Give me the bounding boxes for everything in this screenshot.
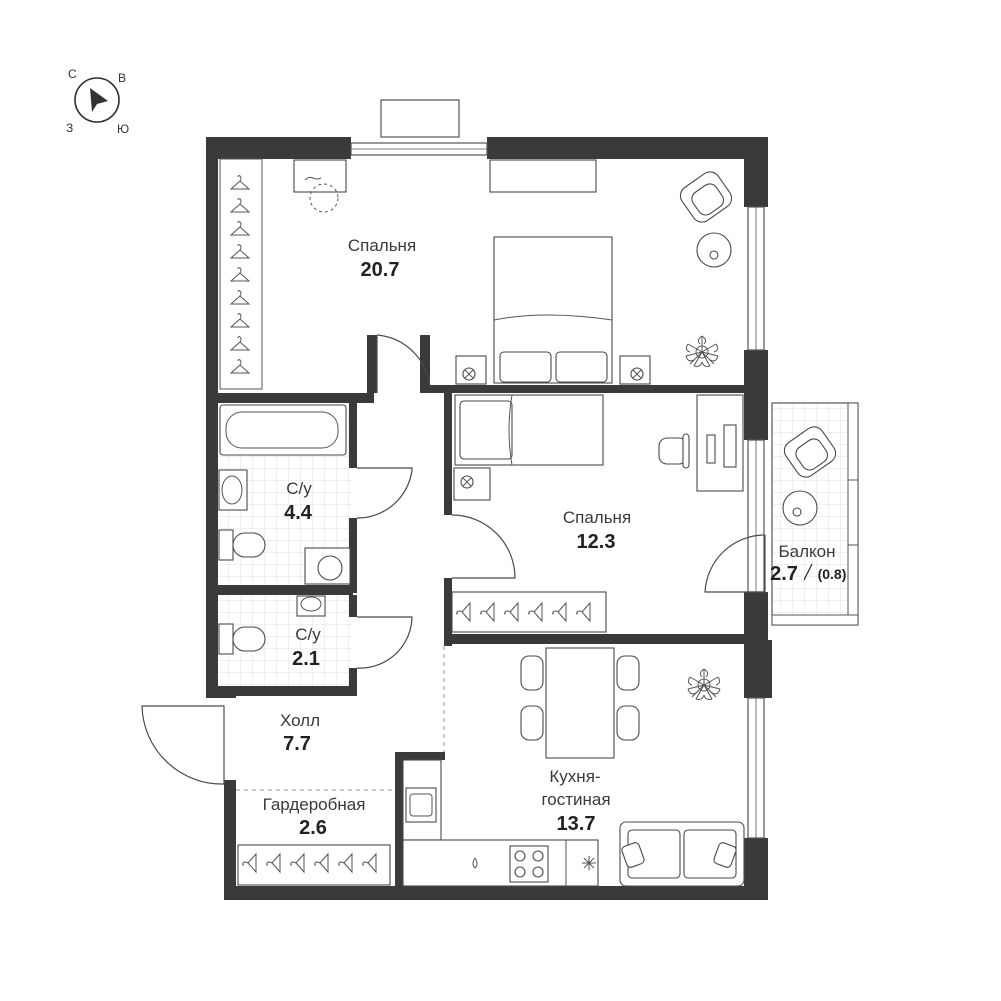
- cooktop: [509, 845, 549, 883]
- kitchen-name-line2: гостиная: [541, 790, 610, 809]
- bathroom-small-area: 2.1: [292, 648, 320, 670]
- wardrobe-area: 2.6: [299, 817, 327, 839]
- kitchen-name-line1: Кухня-: [549, 767, 600, 786]
- compass-ring: [74, 77, 120, 123]
- hall-area: 7.7: [283, 733, 311, 755]
- fridge-icon: [582, 856, 596, 870]
- vanity-table: [293, 159, 347, 193]
- windows: [350, 99, 859, 839]
- balcony-furniture: [782, 426, 837, 526]
- sofa-icon: [619, 821, 745, 887]
- bedroom-large-name: Спальня: [348, 236, 416, 255]
- bathroom-large-name: С/у: [286, 479, 312, 498]
- bedroom-small-name: Спальня: [563, 508, 631, 527]
- bathroom-large-area: 4.4: [284, 502, 313, 524]
- bedroom-large-area: 20.7: [361, 259, 400, 281]
- room-labels: Спальня 20.7 С/у 4.4 С/у 2.1 Спальня 12.…: [263, 236, 847, 839]
- balcony-area: 2.7: [770, 563, 798, 585]
- balcony-armchair-icon: [783, 426, 837, 478]
- armchair-icon: [679, 171, 733, 223]
- dining-table: [545, 647, 615, 759]
- compass: С В З Ю: [66, 67, 129, 136]
- bathtub: [219, 404, 347, 456]
- compass-west: З: [66, 121, 73, 135]
- tv-stand: [489, 159, 597, 193]
- washbasin-small: [296, 595, 326, 617]
- kitchen-area: 13.7: [557, 813, 596, 835]
- compass-east: В: [118, 71, 126, 85]
- bathroom-small-fixtures: [218, 595, 326, 655]
- doors: [141, 334, 766, 791]
- bedroom-large-furniture: [219, 158, 733, 390]
- kitchen-furniture: [402, 647, 745, 887]
- toilet-large: [218, 529, 234, 561]
- bathroom-small-name: С/у: [295, 625, 321, 644]
- bedroom-small-furniture: [451, 394, 744, 633]
- bathroom-large-fixtures: [218, 404, 351, 585]
- walls: [206, 137, 772, 900]
- balcony-reduced-area: (0.8): [818, 566, 847, 582]
- wardrobe-room-furniture: [237, 844, 391, 886]
- balcony-name: Балкон: [778, 542, 835, 561]
- wardrobe-name: Гардеробная: [263, 795, 366, 814]
- compass-arrow-icon: [90, 88, 108, 112]
- wardrobe-rail: [237, 844, 391, 886]
- toilet-small: [218, 623, 234, 655]
- compass-north: С: [68, 67, 77, 81]
- compass-south: Ю: [117, 122, 129, 136]
- bedroom-small-area: 12.3: [577, 531, 616, 553]
- desk-chair-icon: [658, 433, 690, 469]
- hall-name: Холл: [280, 711, 320, 730]
